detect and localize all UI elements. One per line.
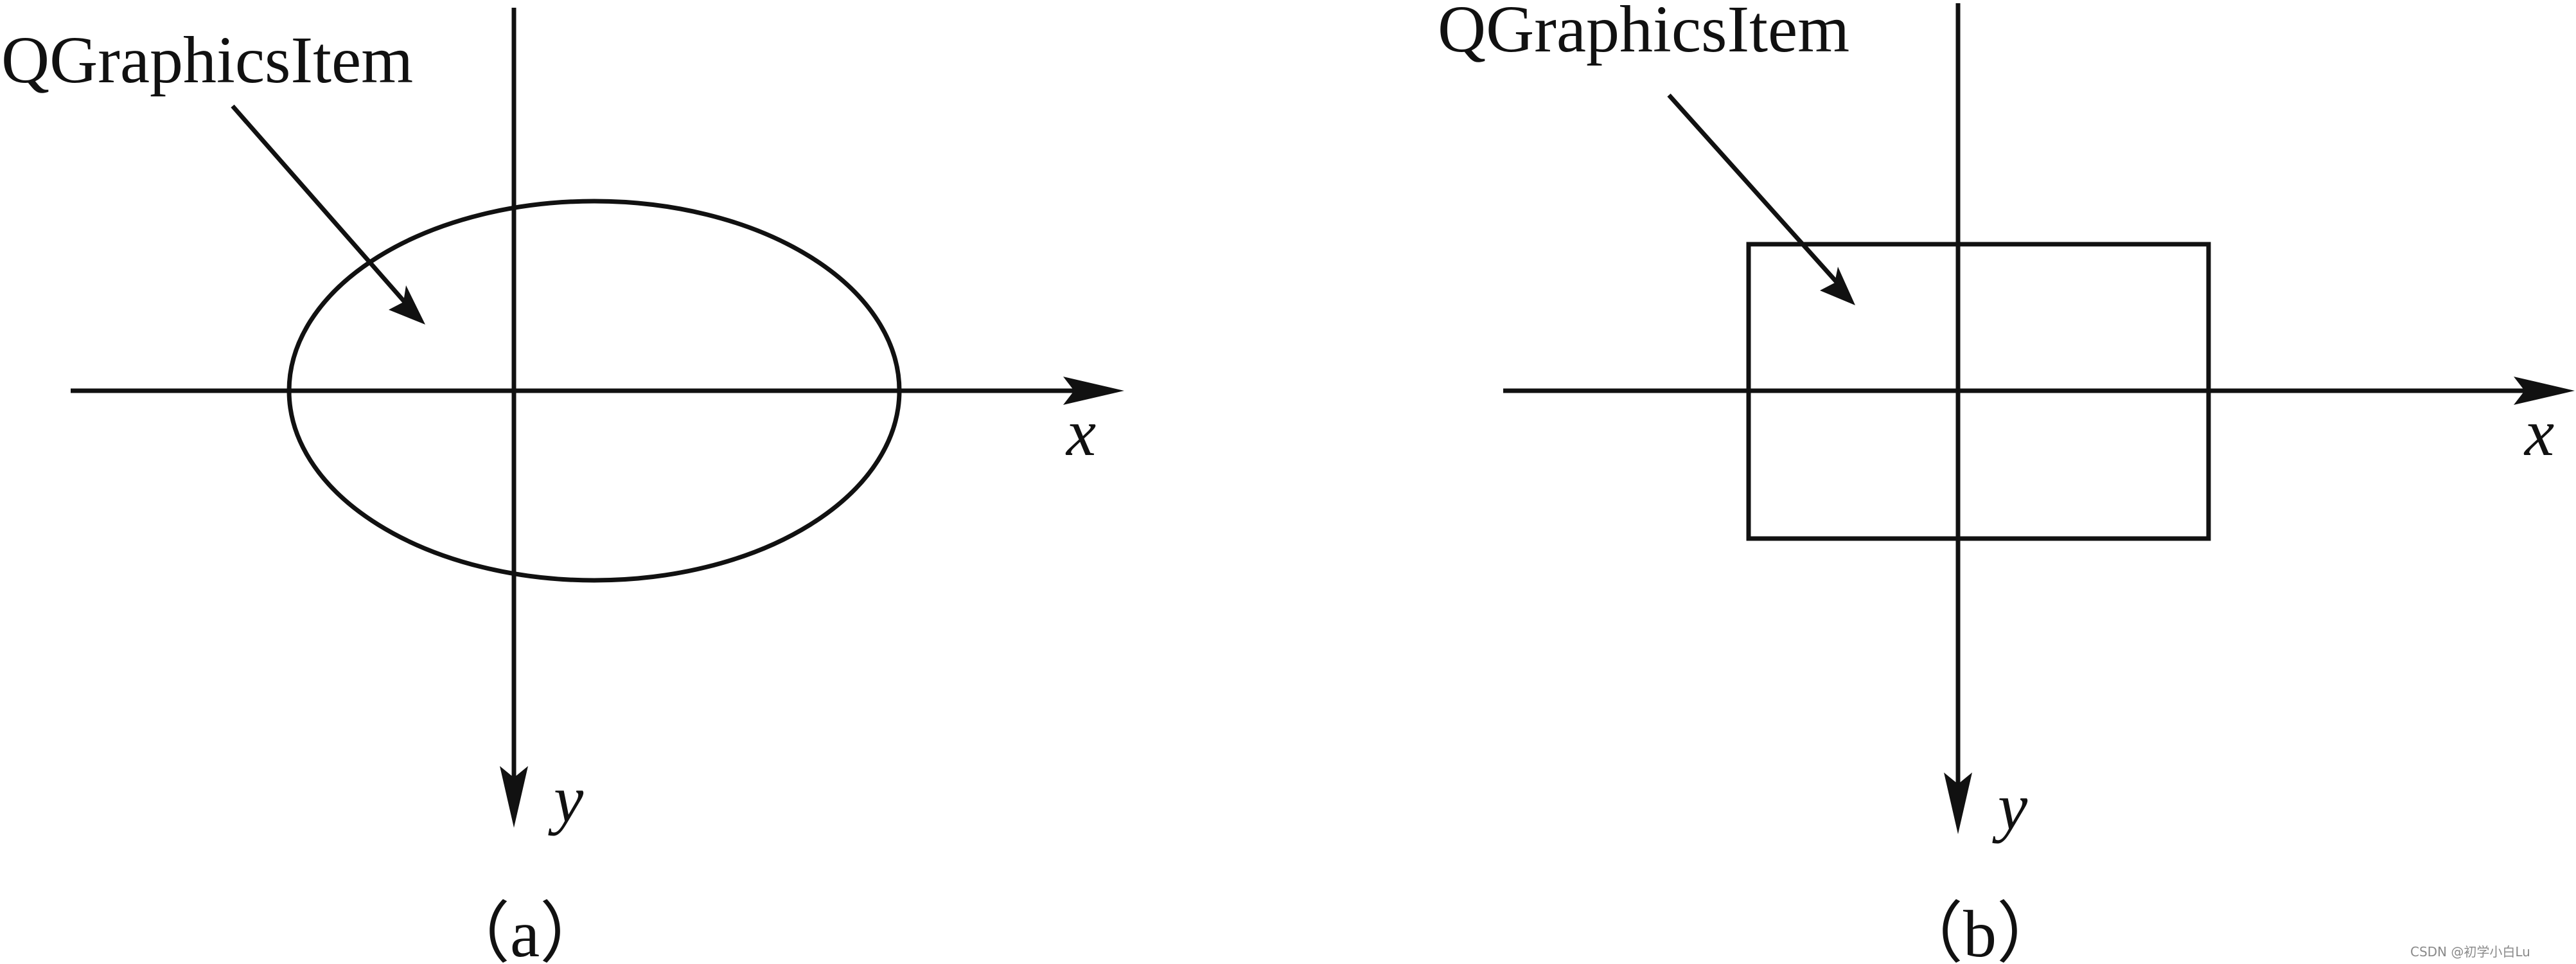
panel-a-caption: （a） bbox=[443, 897, 606, 964]
panel-a-x-axis-label: x bbox=[1065, 396, 1096, 470]
panel-b-pointer-arrowhead bbox=[1820, 267, 1855, 305]
panel-a-item-label: QGraphicsItem bbox=[1, 23, 413, 97]
panel-b-x-axis-arrowhead bbox=[2514, 377, 2575, 405]
panel-a-ellipse-item bbox=[287, 199, 902, 583]
panel-b-y-axis-arrowhead bbox=[1944, 772, 1972, 834]
panel-a-y-axis-label: y bbox=[548, 762, 584, 836]
panel-b-y-axis-label: y bbox=[1992, 770, 2028, 844]
panel-b: QGraphicsItem x y （b） bbox=[1438, 0, 2575, 964]
panel-a-y-axis-arrowhead bbox=[500, 766, 528, 828]
panel-b-x-axis-label: x bbox=[2523, 396, 2554, 470]
panel-a: QGraphicsItem x y （a） bbox=[1, 8, 1124, 964]
panel-a-pointer-arrow bbox=[231, 104, 407, 304]
panel-b-caption: （b） bbox=[1896, 897, 2063, 964]
panel-b-item-label: QGraphicsItem bbox=[1438, 0, 1849, 66]
panel-b-pointer-arrow bbox=[1667, 93, 1839, 285]
panel-a-x-axis-arrowhead bbox=[1063, 377, 1124, 405]
panel-a-pointer-arrowhead bbox=[389, 285, 425, 325]
watermark: CSDN @初学小白Lu bbox=[2410, 944, 2530, 960]
panel-b-rectangle-item bbox=[1746, 242, 2211, 541]
